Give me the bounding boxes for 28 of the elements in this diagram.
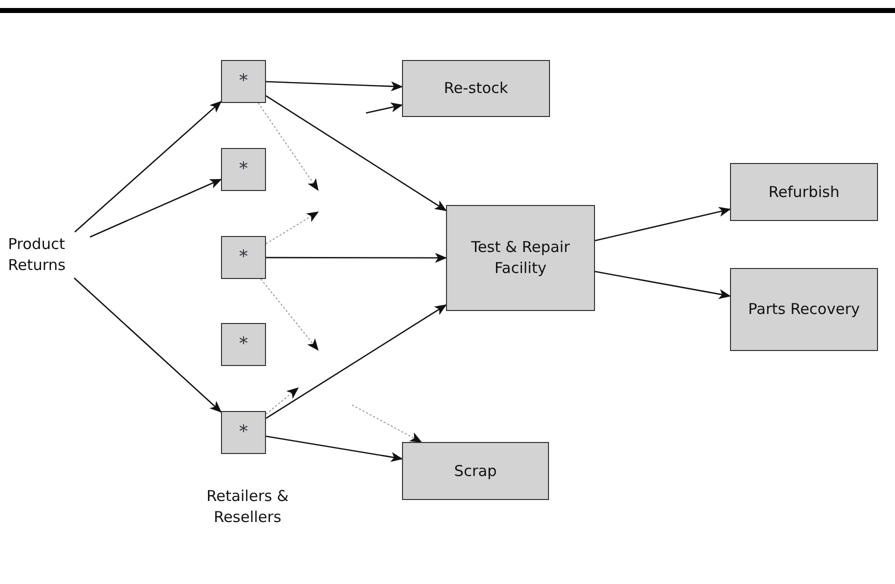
arrow	[266, 95, 447, 212]
retailer-box: *	[221, 148, 266, 191]
arrow	[352, 404, 422, 442]
arrow	[594, 206, 731, 242]
process-box: Re-stock	[402, 60, 550, 117]
retailer-box: *	[221, 236, 266, 279]
arrow	[90, 178, 222, 238]
group-label: Retailers & Resellers	[205, 486, 290, 528]
retailer-box: *	[221, 411, 266, 454]
process-box: Test & Repair Facility	[446, 205, 595, 311]
source-label: Product Returns	[8, 232, 90, 278]
arrow	[594, 270, 731, 299]
arrow	[74, 278, 222, 413]
arrow	[266, 81, 403, 92]
process-box: Refurbish	[730, 163, 878, 221]
process-box: Scrap	[402, 442, 549, 500]
arrow	[266, 436, 403, 462]
process-box: Parts Recovery	[730, 268, 878, 351]
retailer-box: *	[221, 60, 266, 103]
arrow	[260, 278, 319, 351]
arrow	[266, 304, 447, 419]
arrow	[258, 102, 319, 191]
arrow	[366, 102, 403, 114]
retailer-box: *	[221, 323, 266, 366]
arrow	[74, 100, 222, 232]
arrow	[266, 387, 299, 415]
arrow	[266, 211, 319, 244]
arrow	[266, 252, 447, 263]
